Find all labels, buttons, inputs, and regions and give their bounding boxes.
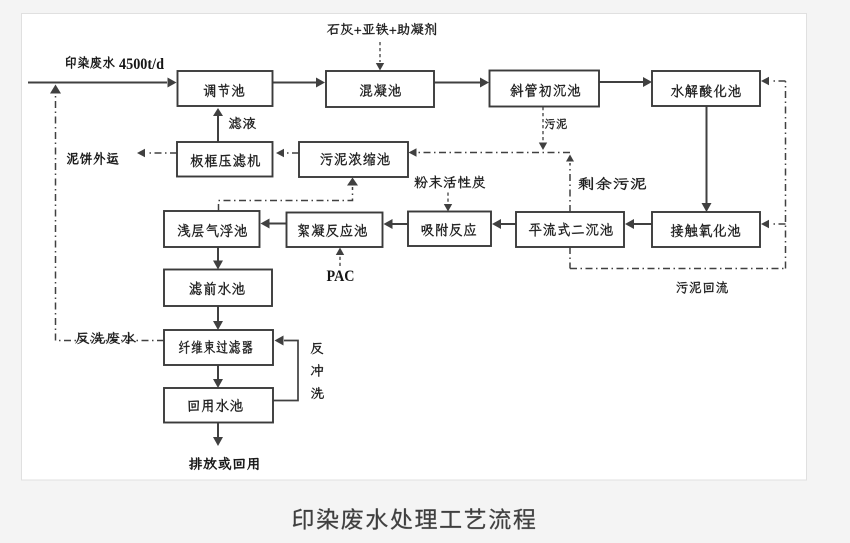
svg-text:PAC: PAC [327, 268, 355, 285]
svg-text:4500t/d: 4500t/d [119, 56, 164, 73]
